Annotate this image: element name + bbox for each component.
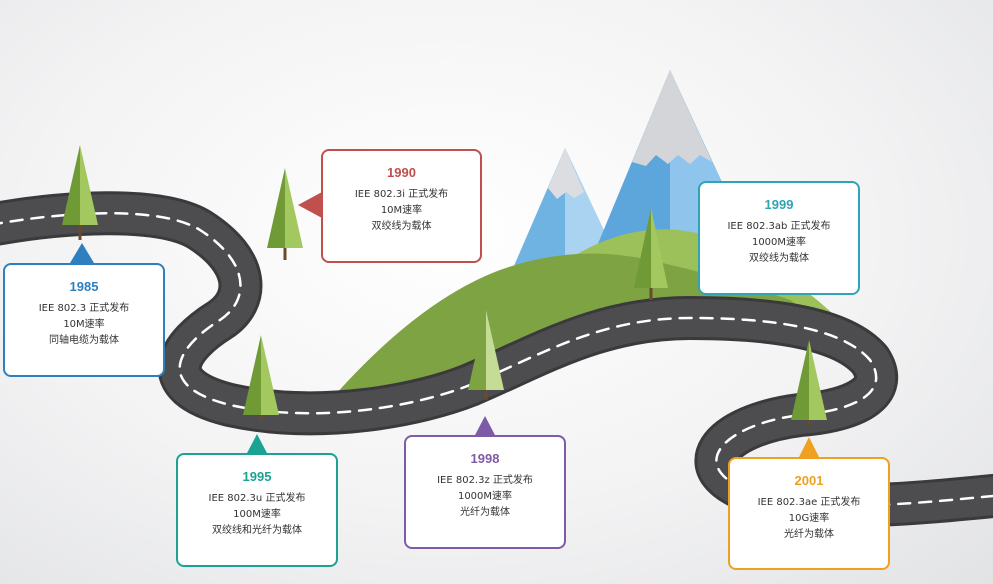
milestone-standard: IEE 802.3 正式发布 [38,303,130,314]
mountain-small-snow [548,148,584,199]
milestone-speed: 1000M速率 [457,491,513,502]
milestone-year: 1995 [242,469,272,484]
milestone-standard: IEE 802.3i 正式发布 [354,189,449,200]
milestone-speed: 10M速率 [63,319,105,330]
milestone-medium: 光纤为载体 [784,529,834,540]
milestone-medium: 双绞线为载体 [371,221,432,232]
pointer-2001 [798,437,820,459]
trees [62,145,827,425]
road [0,191,993,528]
milestone-year: 1990 [387,165,416,180]
milestone-medium: 双绞线为载体 [749,253,809,264]
milestone-speed: 1000M速率 [751,237,807,248]
milestone-year: 1985 [69,279,99,294]
milestone-standard: IEE 802.3u 正式发布 [208,493,306,504]
milestone-card-1995: 1995 IEE 802.3u 正式发布 100M速率 双绞线和光纤为载体 [176,453,338,567]
milestone-standard: IEE 802.3ae 正式发布 [757,497,861,508]
tree [468,310,504,400]
milestone-card-1990: 1990 IEE 802.3i 正式发布 10M速率 双绞线为载体 [321,149,482,263]
tree [62,145,98,240]
milestone-speed: 100M速率 [233,509,281,520]
milestone-medium: 同轴电缆为载体 [49,335,119,346]
pointer-1990 [298,192,322,218]
road-lane-marking [0,212,993,507]
milestone-year: 2001 [794,473,824,488]
pointers [70,192,820,459]
milestone-standard: IEE 802.3z 正式发布 [437,475,533,486]
milestone-medium: 双绞线和光纤为载体 [212,525,302,536]
milestone-standard: IEE 802.3ab 正式发布 [727,221,831,232]
pointer-1998 [474,416,496,437]
milestone-card-1985: 1985 IEE 802.3 正式发布 10M速率 同轴电缆为载体 [3,263,165,377]
milestone-medium: 光纤为载体 [460,507,510,518]
milestone-speed: 10G速率 [788,513,830,524]
milestone-year: 1998 [470,451,500,466]
tree [267,168,303,260]
pointer-1995 [246,434,268,455]
milestone-card-1999: 1999 IEE 802.3ab 正式发布 1000M速率 双绞线为载体 [698,181,860,295]
milestone-card-2001: 2001 IEE 802.3ae 正式发布 10G速率 光纤为载体 [728,457,890,570]
tree [634,208,668,300]
milestone-year: 1999 [764,197,794,212]
tree [243,335,279,420]
milestone-speed: 10M速率 [380,205,423,216]
tree [791,340,827,425]
milestone-card-1998: 1998 IEE 802.3z 正式发布 1000M速率 光纤为载体 [404,435,566,549]
mountain-big-snow [632,70,712,166]
pointer-1985 [70,243,94,263]
